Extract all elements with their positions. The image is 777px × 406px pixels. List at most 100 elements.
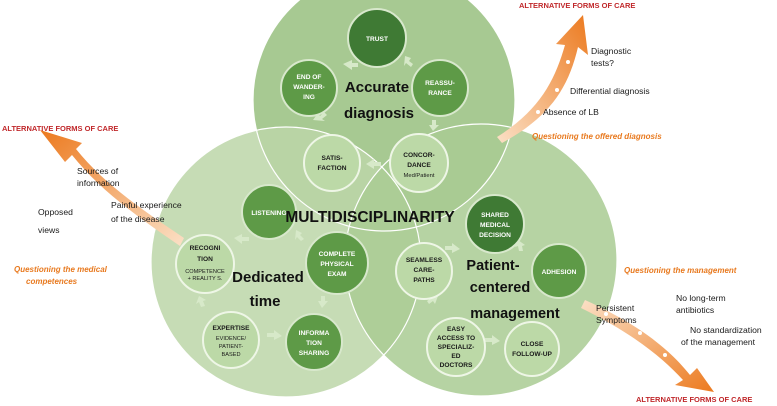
svg-text:DOCTORS: DOCTORS (440, 362, 473, 369)
arrow-top-right (497, 15, 588, 143)
label-diagnostic-tests-1: Diagnostic (591, 46, 632, 56)
label-painful-1: Painful experience (111, 200, 182, 210)
svg-text:PHYSICAL: PHYSICAL (320, 261, 353, 268)
node-physical-exam: COMPLETE PHYSICAL EXAM (305, 231, 369, 295)
node-seamless-care-paths: SEAMLESS CARE- PATHS (395, 242, 453, 300)
node-close-follow-up: CLOSE FOLLOW-UP (504, 321, 560, 377)
svg-text:INFORMA: INFORMA (299, 330, 330, 337)
node-adhesion: ADHESION (531, 243, 587, 299)
svg-text:ADHESION: ADHESION (542, 269, 577, 276)
svg-text:ACCESS TO: ACCESS TO (437, 335, 475, 342)
svg-text:END OF: END OF (297, 74, 322, 81)
node-recognition: RECOGNI TION COMPETENCE + REALITY S. (175, 234, 235, 294)
svg-text:LISTENING: LISTENING (251, 210, 286, 217)
circle-outline-top (252, 0, 516, 232)
svg-text:REASSU-: REASSU- (425, 80, 455, 87)
arrow-dot (663, 353, 667, 357)
question-management: Questioning the management (624, 266, 737, 275)
title-patient-line3: management (470, 306, 560, 322)
label-painful-2: of the disease (111, 214, 165, 224)
node-shared-decision: SHARED MEDICAL DECISION (465, 194, 525, 254)
arrow-bottom-right (581, 300, 714, 392)
node-end-of-wandering: END OF WANDER- ING (280, 59, 338, 117)
svg-text:MEDICAL: MEDICAL (480, 222, 510, 229)
svg-text:SEAMLESS: SEAMLESS (406, 257, 443, 264)
label-antibiotics-2: antibiotics (676, 305, 714, 315)
svg-text:CONCOR-: CONCOR- (403, 152, 435, 159)
svg-text:WANDER-: WANDER- (293, 84, 325, 91)
label-absence-lb: Absence of LB (543, 107, 599, 117)
node-listening: LISTENING (241, 184, 297, 240)
svg-text:COMPETENCE: COMPETENCE (185, 269, 225, 275)
label-diagnostic-tests-2: tests? (591, 58, 614, 68)
arrow-dot (638, 331, 642, 335)
node-easy-access: EASY ACCESS TO SPECIALIZ- ED DOCTORS (426, 317, 486, 377)
label-opposed-1: Opposed (38, 207, 73, 217)
label-differential: Differential diagnosis (570, 86, 650, 96)
arrow-dot (604, 312, 608, 316)
svg-text:RANCE: RANCE (428, 90, 452, 97)
alt-forms-top-right: ALTERNATIVE FORMS OF CARE (519, 1, 635, 10)
svg-text:CARE-: CARE- (414, 267, 435, 274)
label-persistent-2: Symptoms (596, 315, 637, 325)
svg-text:CLOSE: CLOSE (521, 341, 544, 348)
svg-text:PATIENT-: PATIENT- (219, 344, 243, 350)
arrow-left (40, 130, 184, 246)
svg-text:FACTION: FACTION (318, 165, 347, 172)
svg-text:EVIDENCE/: EVIDENCE/ (216, 336, 247, 342)
svg-text:SHARED: SHARED (481, 212, 509, 219)
node-concordance: CONCOR- DANCE Med/Patient (389, 133, 449, 193)
title-patient-line1: Patient- (466, 258, 519, 274)
title-accurate-line1: Accurate (345, 79, 409, 96)
svg-text:RECOGNI: RECOGNI (190, 245, 221, 252)
flow-chevrons (196, 56, 555, 345)
question-medical-line2: competences (26, 277, 78, 286)
arrow-dot (566, 60, 570, 64)
label-standard-2: of the management (681, 337, 756, 347)
svg-text:DECISION: DECISION (479, 232, 511, 239)
label-sources-1: Sources of (77, 166, 119, 176)
question-medical-line1: Questioning the medical (14, 265, 108, 274)
title-patient-line2: centered (470, 280, 530, 296)
alt-forms-left: ALTERNATIVE FORMS OF CARE (2, 124, 118, 133)
center-multidisciplinarity: MULTIDISCIPLINARITY (285, 209, 455, 226)
arrow-dot (77, 168, 81, 172)
svg-text:TRUST: TRUST (366, 36, 388, 43)
svg-text:EXAM: EXAM (327, 271, 347, 278)
arrow-dot (555, 88, 559, 92)
svg-text:SATIS-: SATIS- (321, 155, 342, 162)
label-standard-1: No standardization (690, 325, 762, 335)
arrow-dot (132, 218, 136, 222)
svg-text:COMPLETE: COMPLETE (319, 251, 356, 258)
svg-text:TION: TION (197, 256, 213, 263)
label-opposed-2: views (38, 225, 60, 235)
svg-text:BASED: BASED (222, 352, 241, 358)
arrow-dot (102, 199, 106, 203)
svg-text:DANCE: DANCE (407, 162, 431, 169)
node-information-sharing: INFORMA TION SHARING (285, 313, 343, 371)
svg-text:FOLLOW-UP: FOLLOW-UP (512, 351, 552, 358)
node-reassurance: REASSU- RANCE (411, 59, 469, 117)
svg-text:TION: TION (306, 340, 322, 347)
svg-text:SPECIALIZ-: SPECIALIZ- (438, 344, 475, 351)
label-persistent-1: Persistent (596, 303, 635, 313)
arrow-dot (536, 110, 540, 114)
node-trust: TRUST (347, 8, 407, 68)
svg-text:Med/Patient: Med/Patient (404, 173, 435, 179)
svg-text:+ REALITY S.: + REALITY S. (188, 276, 223, 282)
svg-text:EXPERTISE: EXPERTISE (212, 325, 250, 332)
svg-text:ING: ING (303, 94, 315, 101)
svg-text:ED: ED (451, 353, 460, 360)
label-sources-2: information (77, 178, 120, 188)
svg-text:PATHS: PATHS (413, 277, 435, 284)
title-accurate-line2: diagnosis (344, 105, 414, 122)
alt-forms-bottom-right: ALTERNATIVE FORMS OF CARE (636, 395, 752, 404)
node-expertise: EXPERTISE EVIDENCE/ PATIENT- BASED (202, 311, 260, 369)
label-antibiotics-1: No long-term (676, 293, 726, 303)
question-diagnosis: Questioning the offered diagnosis (532, 132, 662, 141)
title-dedicated-line2: time (250, 293, 281, 310)
node-satisfaction: SATIS- FACTION (303, 134, 361, 192)
title-dedicated-line1: Dedicated (232, 269, 304, 286)
svg-text:EASY: EASY (447, 326, 466, 333)
